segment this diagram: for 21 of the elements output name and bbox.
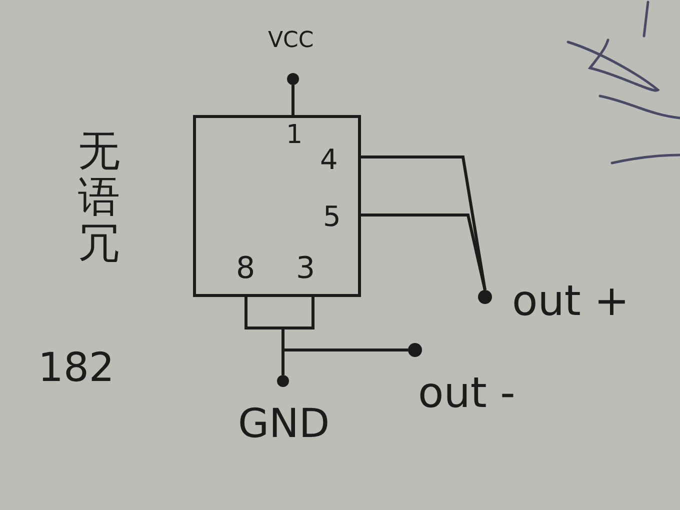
terminal-label: VCC bbox=[268, 30, 314, 52]
terminal-dot bbox=[408, 343, 422, 357]
terminal-label: out - bbox=[418, 372, 516, 414]
wire bbox=[361, 214, 486, 290]
pin-number: 8 bbox=[236, 254, 256, 284]
terminal-label: GND bbox=[238, 404, 330, 444]
wire bbox=[292, 85, 294, 115]
number-label: 182 bbox=[38, 348, 114, 388]
terminal-dot bbox=[478, 290, 492, 304]
wire bbox=[361, 156, 486, 290]
terminal-dot bbox=[287, 73, 299, 85]
wire bbox=[282, 297, 314, 375]
pin-number: 4 bbox=[320, 146, 338, 174]
ic-chip-box bbox=[193, 115, 361, 297]
terminal-label: out + bbox=[512, 280, 630, 322]
terminal-dot bbox=[277, 375, 289, 387]
wire bbox=[244, 297, 408, 352]
vertical-note: 无语冗 bbox=[78, 128, 120, 267]
pin-number: 5 bbox=[323, 203, 341, 231]
pin-number: 3 bbox=[296, 254, 316, 284]
pin-number: 1 bbox=[286, 122, 303, 148]
